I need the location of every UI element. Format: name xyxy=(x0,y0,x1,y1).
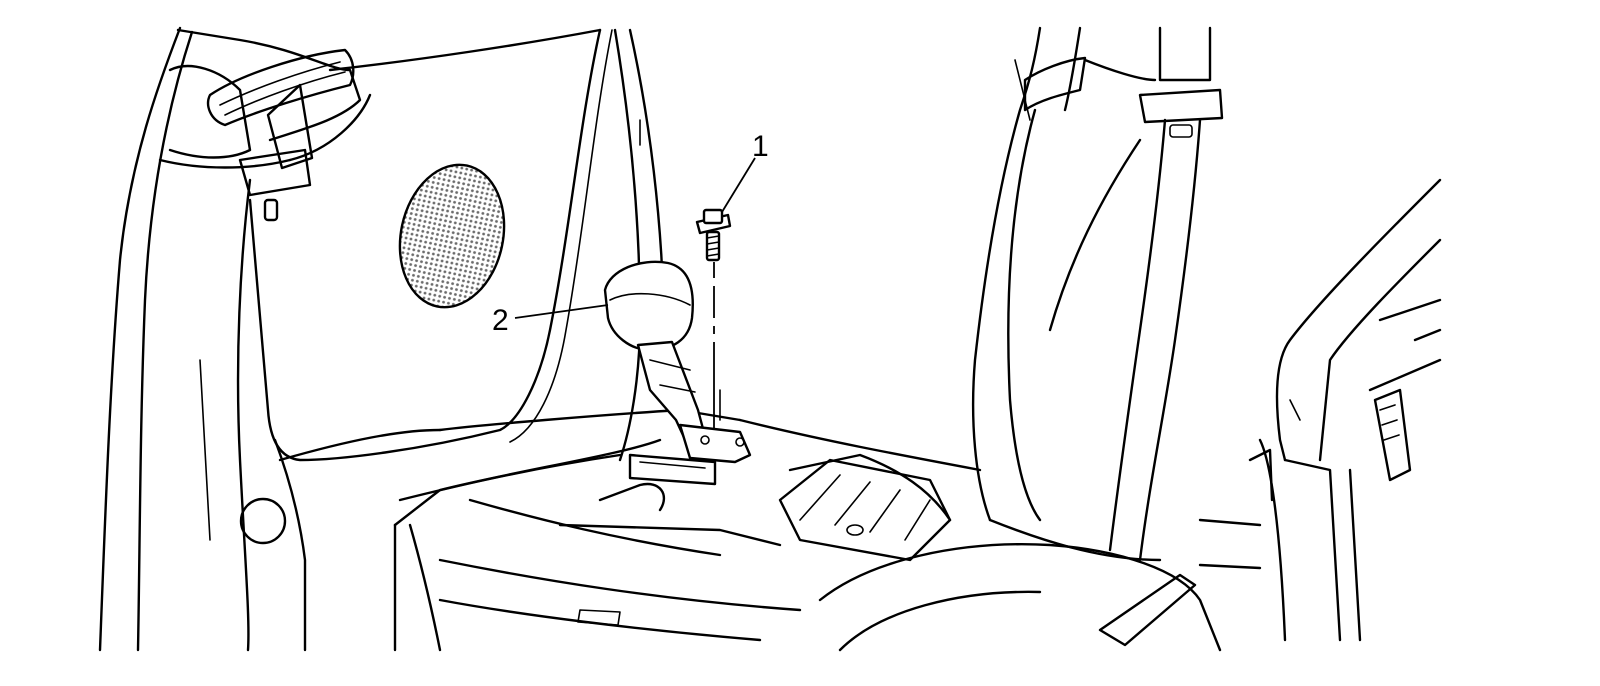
upper-belt-guide-left xyxy=(206,48,355,222)
access-plug xyxy=(239,497,287,545)
callout-1: 1 xyxy=(752,130,769,163)
leader-2 xyxy=(514,304,609,319)
seat-belt-buckle xyxy=(598,260,752,512)
leader-1 xyxy=(721,157,756,213)
callout-leaders xyxy=(514,157,756,319)
bolt xyxy=(695,208,732,430)
left-pillar-trim xyxy=(98,26,372,652)
speaker-grille xyxy=(398,163,506,309)
floor-bracket-plate xyxy=(778,458,952,562)
right-seat-belts xyxy=(971,26,1224,562)
quarter-trim-panel xyxy=(239,28,613,652)
right-door-trim xyxy=(1198,178,1442,642)
rear-seat xyxy=(818,518,1222,652)
floor-and-seat-base xyxy=(278,408,982,652)
callout-2: 2 xyxy=(492,304,509,337)
